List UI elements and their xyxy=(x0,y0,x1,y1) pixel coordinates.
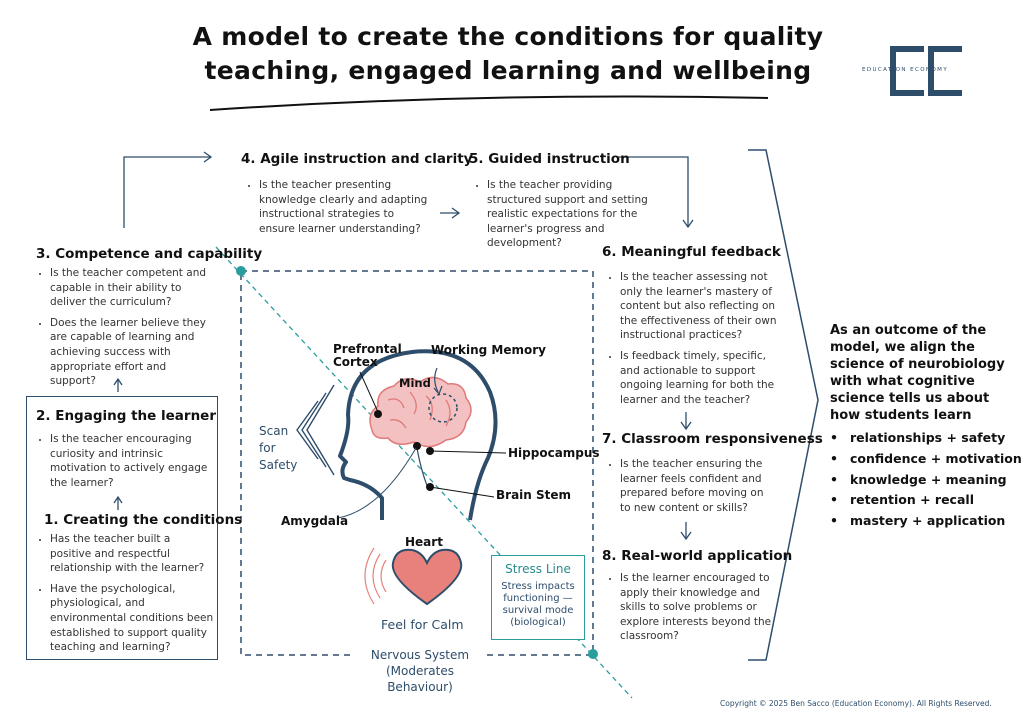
title-line-2: teaching, engaged learning and wellbeing xyxy=(204,56,812,85)
moderates-behaviour-label: (Moderates Behaviour) xyxy=(385,664,454,694)
step-8-questions: Is the learner encouraged to apply their… xyxy=(602,571,772,650)
step-7-questions: Is the teacher ensuring the learner feel… xyxy=(602,457,772,521)
outcome-intro: As an outcome of the model, we align the… xyxy=(830,323,1005,423)
education-economy-logo xyxy=(890,46,962,96)
label-scan-for-safety: Scan for Safety xyxy=(259,424,298,472)
step-7-heading: 7. Classroom responsiveness xyxy=(602,431,823,447)
label-brain-stem: Brain Stem xyxy=(496,488,572,502)
outcome-item: mastery + application xyxy=(830,511,1022,532)
step-7-question: Is the teacher ensuring the learner feel… xyxy=(620,457,772,515)
step-6-heading: 6. Meaningful feedback xyxy=(602,244,781,260)
step-3-questions: Is the teacher competent and capable in … xyxy=(32,266,212,395)
stress-line-box: Stress Line Stress impacts functioning —… xyxy=(491,555,585,640)
page-title: A model to create the conditions for qua… xyxy=(148,20,868,88)
step-1-questions: Has the teacher built a positive and res… xyxy=(32,532,214,661)
nervous-system-caption: Nervous System (Moderates Behaviour) xyxy=(355,647,485,695)
outcome-item: retention + recall xyxy=(830,490,1022,511)
outcome-item: relationships + safety xyxy=(830,428,1022,449)
step-4-question: Is the teacher presenting knowledge clea… xyxy=(259,178,433,236)
label-heart: Heart xyxy=(405,535,443,549)
label-working-memory: Working Memory xyxy=(431,343,546,357)
step-3-question: Is the teacher competent and capable in … xyxy=(50,266,212,310)
title-line-1: A model to create the conditions for qua… xyxy=(192,22,824,51)
step-2-question: Is the teacher encouraging curiosity and… xyxy=(50,432,212,490)
label-amygdala: Amygdala xyxy=(281,514,349,528)
step-8-heading: 8. Real-world application xyxy=(602,548,793,564)
step-4-heading: 4. Agile instruction and clarity xyxy=(241,151,473,167)
copyright-notice: Copyright © 2025 Ben Sacco (Education Ec… xyxy=(720,699,992,708)
logo-name: EDUCATION ECONOMY xyxy=(862,67,949,73)
step-8-question: Is the learner encouraged to apply their… xyxy=(620,571,772,644)
step-3-question: Does the learner believe they are capabl… xyxy=(50,316,212,389)
step-5-heading: 5. Guided instruction xyxy=(469,151,630,167)
outcome-item: knowledge + meaning xyxy=(830,470,1022,491)
label-prefrontal-cortex: Prefrontal Cortex xyxy=(333,342,402,369)
nervous-system-label: Nervous System xyxy=(370,648,470,662)
step-5-questions: Is the teacher providing structured supp… xyxy=(469,178,651,257)
step-1-question: Has the teacher built a positive and res… xyxy=(50,532,214,576)
outcome-item: confidence + motivation xyxy=(830,449,1022,470)
step-6-questions: Is the teacher assessing not only the le… xyxy=(602,270,780,413)
steps-1-2-frame xyxy=(26,396,218,660)
step-3-heading: 3. Competence and capability xyxy=(36,246,263,262)
step-2-heading: 2. Engaging the learner xyxy=(36,408,216,424)
label-mind: Mind xyxy=(399,376,431,390)
step-1-heading: 1. Creating the conditions xyxy=(44,512,243,528)
step-4-questions: Is the teacher presenting knowledge clea… xyxy=(241,178,433,242)
stress-line-title: Stress Line xyxy=(505,562,571,576)
step-6-question: Is feedback timely, specific, and action… xyxy=(620,349,780,407)
step-5-question: Is the teacher providing structured supp… xyxy=(487,178,651,251)
label-feel-for-calm: Feel for Calm xyxy=(381,617,464,632)
step-1-question: Have the psychological, physiological, a… xyxy=(50,582,214,655)
step-2-questions: Is the teacher encouraging curiosity and… xyxy=(32,432,212,496)
outcome-list: relationships + safety confidence + moti… xyxy=(830,428,1022,532)
label-hippocampus: Hippocampus xyxy=(508,446,600,460)
stress-line-subtitle: Stress impacts functioning — survival mo… xyxy=(501,581,575,628)
step-6-question: Is the teacher assessing not only the le… xyxy=(620,270,780,343)
